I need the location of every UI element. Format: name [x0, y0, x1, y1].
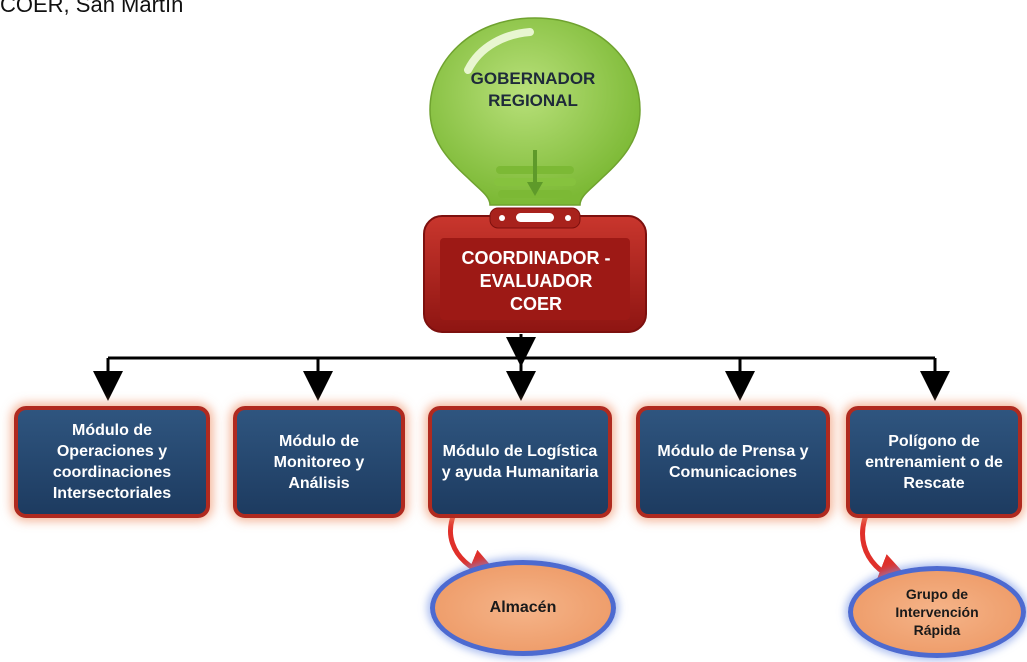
- module-poligono: Polígono de entrenamient o de Rescate: [846, 406, 1022, 518]
- coordinator-badge-icon: [423, 207, 647, 333]
- regional-label: REGIONAL: [488, 91, 578, 110]
- gobernador-regional-node: GOBERNADOR REGIONAL: [458, 68, 608, 112]
- coordinador-node: COORDINADOR - EVALUADOR COER: [446, 247, 626, 316]
- coer-label: COER: [509, 294, 562, 314]
- module-monitoreo: Módulo de Monitoreo y Análisis: [233, 406, 405, 518]
- diagram-caption: COER, San Martín: [0, 0, 184, 17]
- evaluador-label: EVALUADOR: [479, 271, 593, 291]
- module-logistica: Módulo de Logística y ayuda Humanitaria: [428, 406, 612, 518]
- module-poligono-label: Polígono de entrenamient o de Rescate: [865, 432, 1003, 492]
- module-operaciones: Módulo de Operaciones y coordinaciones I…: [14, 406, 210, 518]
- module-operaciones-label: Módulo de Operaciones y coordinaciones I…: [52, 422, 172, 502]
- hierarchy-connectors: [93, 334, 950, 401]
- gobernador-label: GOBERNADOR: [470, 69, 596, 88]
- grupo-intervencion-label: Grupo de Intervención Rápida: [895, 586, 979, 638]
- almacen-node: Almacén: [430, 560, 616, 656]
- light-bulb-icon: [429, 17, 641, 206]
- almacen-label: Almacén: [489, 599, 557, 616]
- coordinador-label: COORDINADOR -: [461, 248, 611, 268]
- module-monitoreo-label: Módulo de Monitoreo y Análisis: [273, 432, 365, 492]
- module-prensa-label: Módulo de Prensa y Comunicaciones: [657, 443, 809, 481]
- grupo-intervencion-node: Grupo de Intervención Rápida: [848, 566, 1026, 658]
- module-prensa: Módulo de Prensa y Comunicaciones: [636, 406, 830, 518]
- module-logistica-label: Módulo de Logística y ayuda Humanitaria: [441, 443, 599, 481]
